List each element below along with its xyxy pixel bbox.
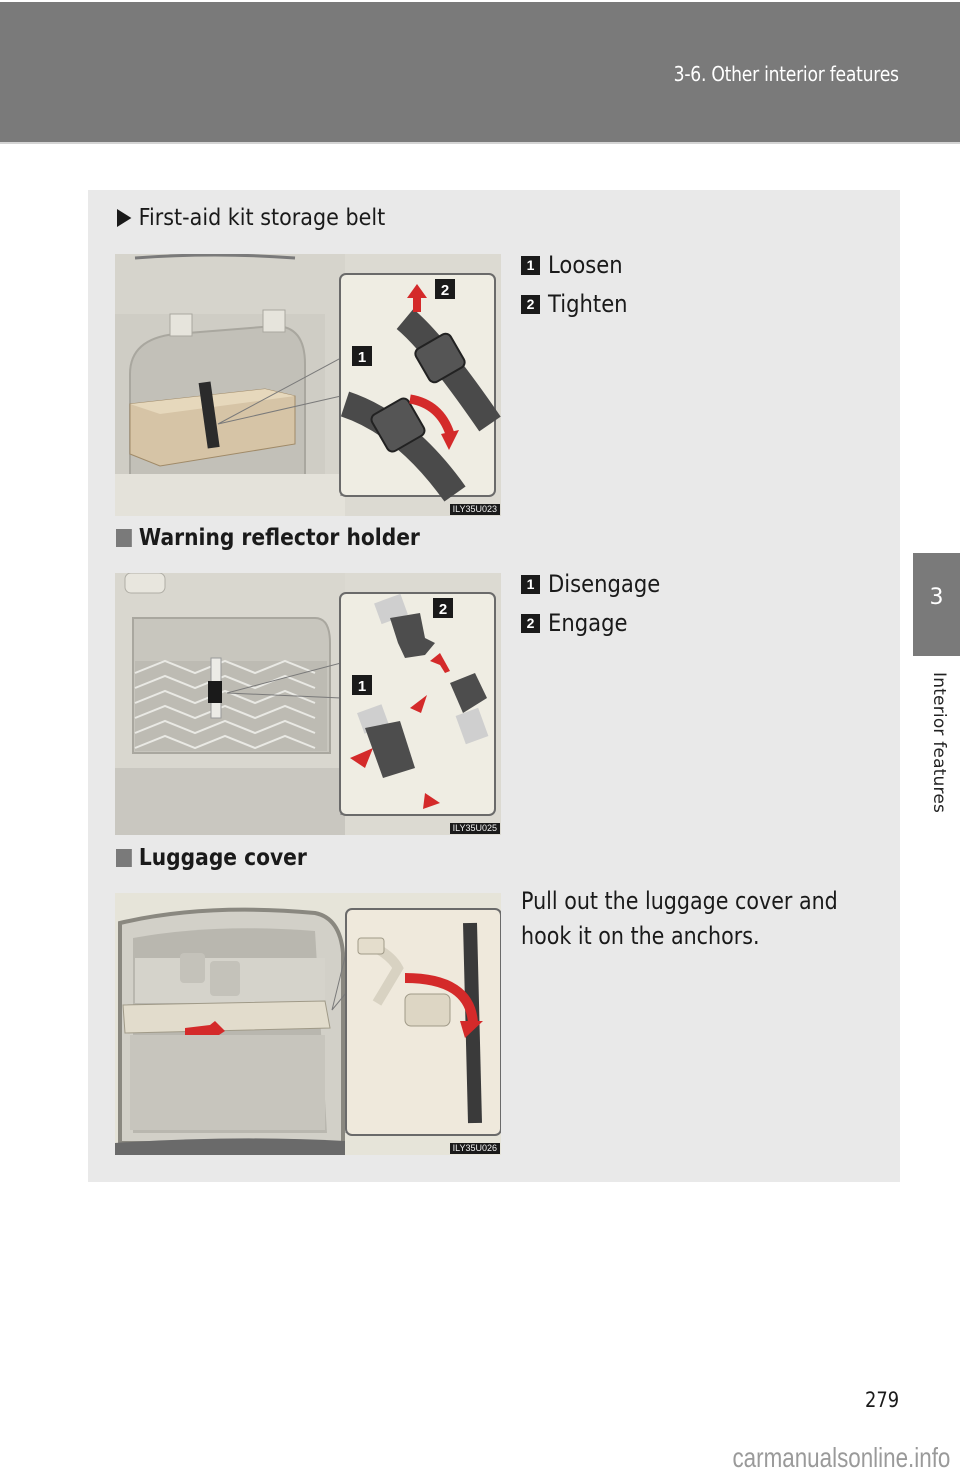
step-label: Engage xyxy=(548,609,628,637)
warning-reflector-illustration: 2 1 xyxy=(115,573,501,835)
chapter-label: Interior features xyxy=(929,672,949,814)
step-number-badge: 2 xyxy=(521,294,540,314)
figure-code: ILY35U023 xyxy=(449,504,500,515)
luggage-cover-illustration xyxy=(115,893,501,1155)
warning-reflector-figure: 2 1 ILY35U025 xyxy=(115,573,501,835)
warning-reflector-heading: Warning reflector holder xyxy=(116,525,420,551)
section-title: 3-6. Other interior features xyxy=(673,62,899,86)
callout-1: 1 xyxy=(358,678,366,695)
callout-2: 2 xyxy=(439,601,447,618)
warning-reflector-heading-text: Warning reflector holder xyxy=(138,525,420,551)
step-engage: 2 Engage xyxy=(521,609,638,637)
chapter-number: 3 xyxy=(929,585,944,610)
luggage-cover-heading: Luggage cover xyxy=(116,845,307,871)
step-number-badge: 1 xyxy=(521,574,540,594)
page-header: 3-6. Other interior features xyxy=(0,2,960,144)
luggage-cover-heading-text: Luggage cover xyxy=(138,845,307,871)
step-tighten: 2 Tighten xyxy=(521,290,638,318)
first-aid-kit-figure: 2 1 ILY35U023 xyxy=(115,254,501,516)
step-number-badge: 2 xyxy=(521,613,540,633)
figure-code: ILY35U026 xyxy=(449,1143,500,1154)
step-disengage: 1 Disengage xyxy=(521,570,676,598)
first-aid-kit-heading: First-aid kit storage belt xyxy=(117,205,385,231)
triangle-bullet-icon xyxy=(117,209,132,227)
step-label: Loosen xyxy=(548,251,623,279)
first-aid-kit-illustration: 2 1 xyxy=(115,254,501,516)
instruction-line: hook it on the anchors. xyxy=(521,922,760,950)
step-label: Tighten xyxy=(548,290,628,318)
luggage-cover-instructions: Pull out the luggage cover and hook it o… xyxy=(521,884,871,954)
figure-code: ILY35U025 xyxy=(449,823,500,834)
square-bullet-icon xyxy=(116,849,132,867)
callout-1: 1 xyxy=(358,349,366,366)
watermark: carmanualsonline.info xyxy=(732,1442,950,1473)
chapter-tab[interactable]: 3 xyxy=(913,553,960,656)
step-label: Disengage xyxy=(548,570,661,598)
callout-2: 2 xyxy=(441,282,449,299)
instruction-line: Pull out the luggage cover and xyxy=(521,887,838,915)
page-number: 279 xyxy=(864,1388,899,1412)
square-bullet-icon xyxy=(116,529,132,547)
luggage-cover-figure: ILY35U026 xyxy=(115,893,501,1155)
step-loosen: 1 Loosen xyxy=(521,251,633,279)
step-number-badge: 1 xyxy=(521,255,540,275)
first-aid-kit-heading-text: First-aid kit storage belt xyxy=(138,205,386,231)
